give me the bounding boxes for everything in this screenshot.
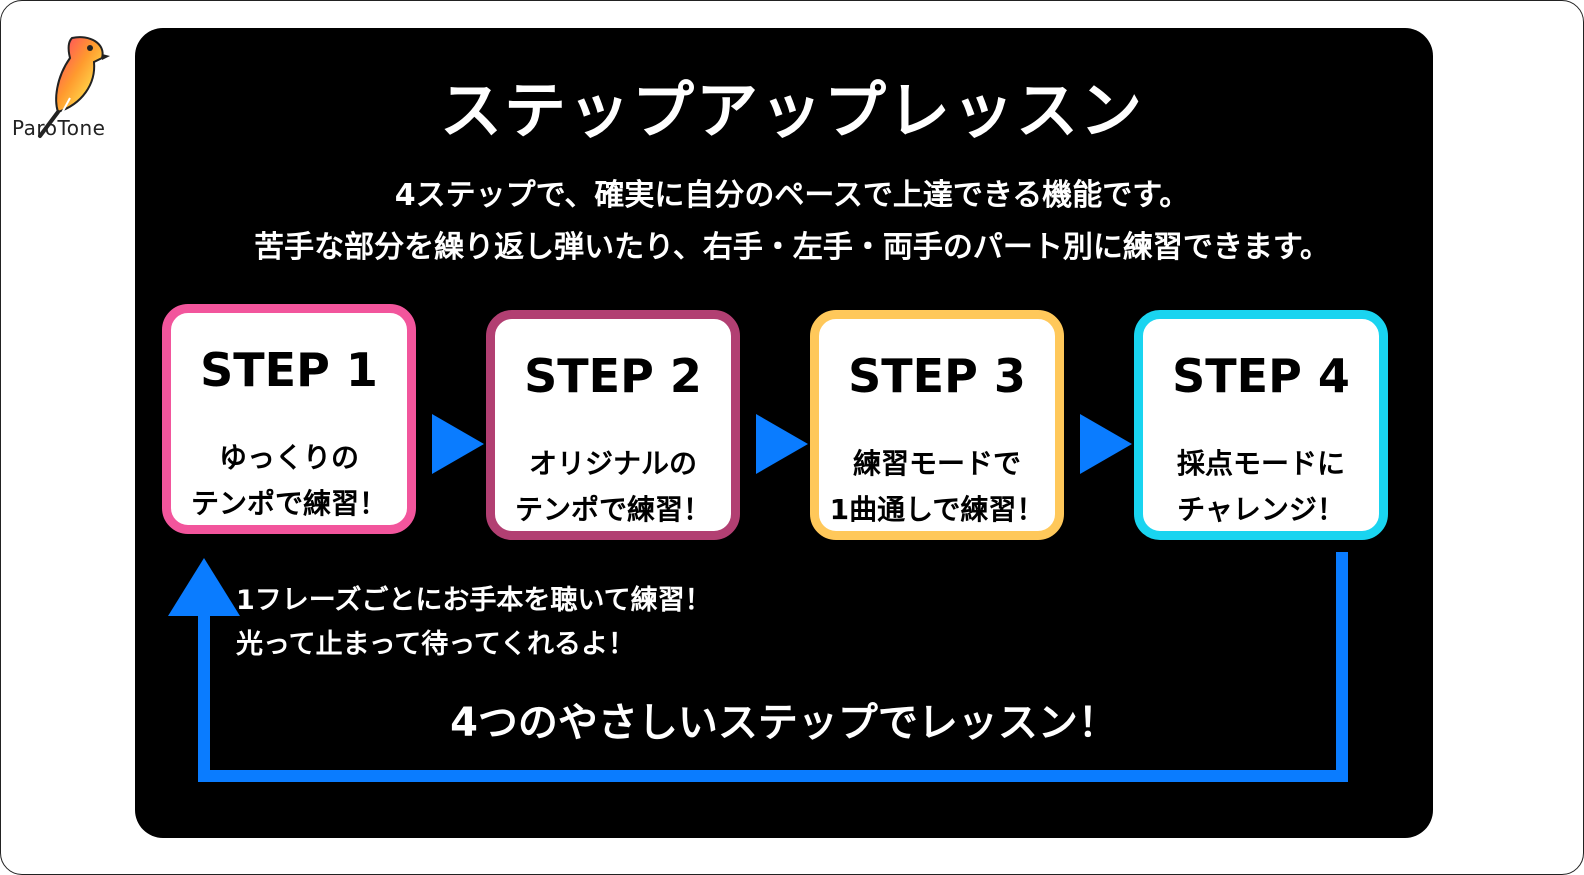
step-description: 練習モードで 1曲通しで練習！	[819, 441, 1055, 533]
step-1-note-line-2: 光って止まって待ってくれるよ！	[236, 629, 636, 660]
step-desc-line-1: オリジナルの	[528, 447, 697, 480]
step-1-note-line-1: 1フレーズごとにお手本を聴いて練習！	[236, 585, 712, 616]
step-label: STEP 4	[1172, 349, 1350, 403]
step-desc-line-1: ゆっくりの	[218, 441, 359, 474]
page-title: ステップアップレッスン	[439, 74, 1144, 147]
step-description: オリジナルの テンポで練習！	[495, 441, 731, 533]
parrot-logo-icon	[38, 36, 110, 138]
arrow-right-icon	[1080, 414, 1132, 474]
arrow-right-icon	[756, 414, 808, 474]
step-label: STEP 3	[848, 349, 1026, 403]
subtitle-line-1: 4ステップで、確実に自分のペースで上達できる機能です。	[394, 178, 1190, 213]
step-2-card: STEP 2 オリジナルの テンポで練習！	[486, 310, 740, 540]
subtitle-line-2: 苦手な部分を繰り返し弾いたり、右手・左手・両手のパート別に練習できます。	[254, 230, 1330, 265]
step-description: ゆっくりの テンポで練習！	[171, 435, 407, 527]
step-desc-line-2: テンポで練習！	[190, 487, 387, 520]
step-desc-line-1: 練習モードで	[852, 447, 1021, 480]
step-desc-line-1: 採点モードに	[1176, 447, 1345, 480]
step-description: 採点モードに チャレンジ！	[1143, 441, 1379, 533]
step-desc-line-2: チャレンジ！	[1177, 493, 1345, 526]
step-4-card: STEP 4 採点モードに チャレンジ！	[1134, 310, 1388, 540]
step-desc-line-2: テンポで練習！	[514, 493, 711, 526]
step-label: STEP 2	[524, 349, 702, 403]
step-desc-line-2: 1曲通しで練習！	[829, 493, 1045, 526]
loop-line	[198, 552, 1348, 782]
step-3-card: STEP 3 練習モードで 1曲通しで練習！	[810, 310, 1064, 540]
arrow-right-icon	[432, 414, 484, 474]
step-label: STEP 1	[200, 343, 378, 397]
logo-text: ParoTone	[12, 116, 106, 140]
step-1-card: STEP 1 ゆっくりの テンポで練習！	[162, 304, 416, 534]
arrow-up-icon	[168, 558, 240, 616]
bottom-caption: 4つのやさしいステップでレッスン！	[450, 700, 1118, 746]
